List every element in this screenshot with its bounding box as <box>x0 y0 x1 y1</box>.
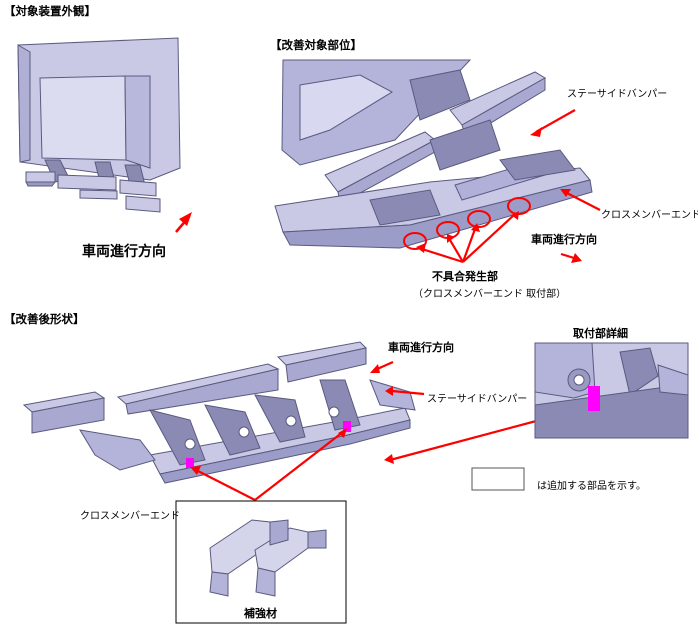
exterior-direction-label: 車両進行方向 <box>82 244 166 260</box>
target-direction-label: 車両進行方向 <box>531 233 597 246</box>
legend-text: は追加する部品を示す。 <box>537 481 646 492</box>
after-direction-label: 車両進行方向 <box>388 341 454 354</box>
target-stay-side-bumper-label: ステーサイドバンパー <box>567 89 668 100</box>
after-section-title: 【改善後形状】 <box>4 312 85 326</box>
target-section-title: 【改善対象部位】 <box>270 38 362 52</box>
after-stay-side-bumper-label: ステーサイドバンパー <box>427 394 528 405</box>
after-crossmember-end-label: クロスメンバーエンド <box>80 511 180 522</box>
defect-label: 不具合発生部 <box>432 270 498 283</box>
reinforcement-label: 補強材 <box>244 607 277 620</box>
target-crossmember-end-label: クロスメンバーエンド <box>601 210 698 221</box>
exterior-section-title: 【対象装置外観】 <box>4 4 96 18</box>
defect-sub-label: （クロスメンバーエンド 取付部） <box>413 289 567 300</box>
detail-inset-title: 取付部詳細 <box>573 327 628 340</box>
